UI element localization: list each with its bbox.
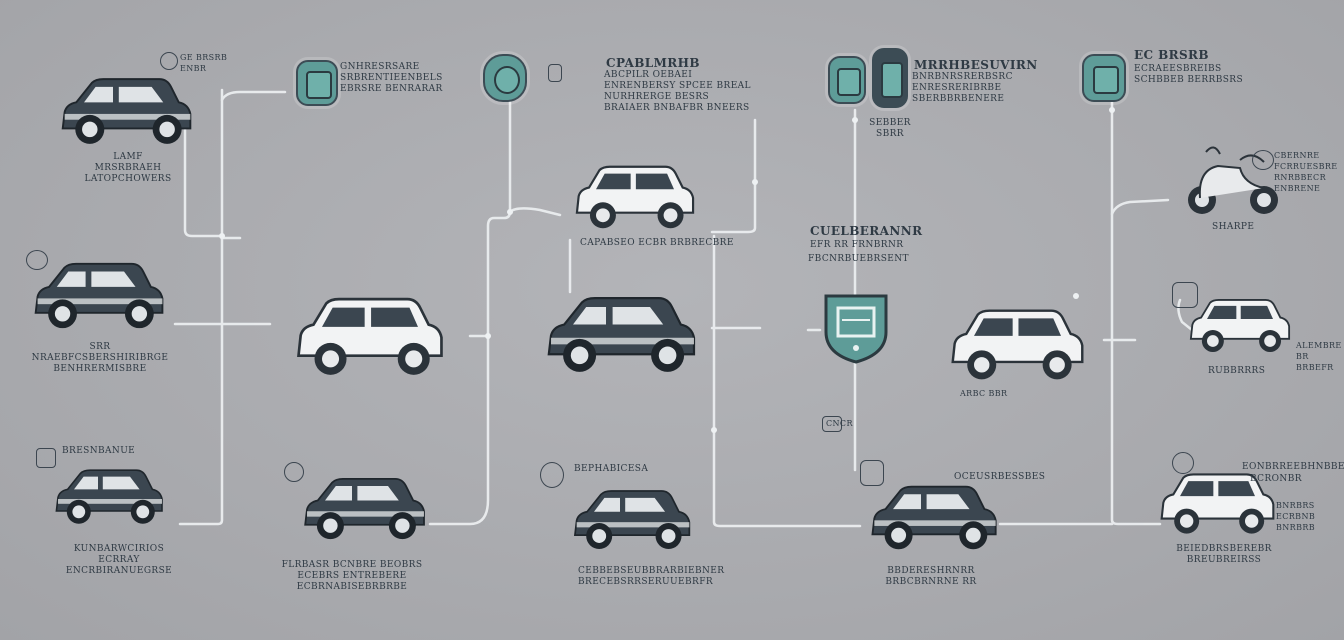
car-icon — [297, 297, 443, 377]
label-small-tag: CNCR — [826, 419, 853, 428]
phone-icon — [1082, 54, 1126, 102]
car-icon — [574, 490, 691, 550]
car-icon — [304, 477, 425, 541]
label-bottom5-side: BNRBRS ECRBNB BNRBRB — [1276, 501, 1316, 532]
label-badge3: BNRBNRSRERBSRC ENRESRERIBRBE SBERBBRBENE… — [912, 72, 1013, 104]
label-mid-sub2: FBCNRBUEBRSENT — [808, 254, 909, 264]
label-badge4: ECRAEESBREIBS SCHBBEB BERRBSRS — [1134, 64, 1244, 85]
label-bottom4: BBDERESHRNRR BRBCBRNRNE RR — [885, 566, 977, 587]
label-bottom5-sub: BCRONBR — [1250, 474, 1302, 484]
label-bottom-left-tag: BRESNBANUE — [62, 446, 136, 456]
car-icon — [55, 469, 163, 525]
label-scooter-side: CBERNRE FCRRUESBRE RNRBBECR ENBRENE — [1274, 151, 1338, 193]
label-bottom5: BEIEDBRSBEREBR BREUBREIRSS — [1176, 544, 1272, 565]
title-center-sub: ABCPILR OEBAEI ENRENBERSY SPCEE BREAL NU… — [604, 70, 751, 113]
label-bottom4-title: OCEUSRBESSBES — [954, 472, 1046, 482]
title-center: CPABLMRHB — [606, 56, 700, 70]
label-center-bottom-tag: ARBC BBR — [960, 389, 1008, 398]
car-icon — [61, 78, 192, 145]
label-car1: LAMF MRSRBRAEH LATOPCHOWERS — [84, 152, 172, 184]
label-scooter: SHARPE — [1212, 222, 1255, 232]
car-icon — [871, 485, 997, 551]
chip-icon — [548, 64, 562, 82]
chip-icon — [822, 416, 842, 432]
car-icon — [1172, 282, 1198, 308]
car-icon — [1189, 299, 1291, 353]
tablet-icon — [872, 48, 908, 108]
label-top-car: CAPABSEO ECBR BRBRECBRE — [580, 238, 734, 248]
label-badge3-under: SEBBER SBRR — [869, 118, 911, 139]
label-right-mid: RUBBRRRS — [1208, 366, 1266, 376]
label-bottom3: CEBBEBSEUBBRARBIEBNER BRECEBSRRSERUUEBRF… — [578, 566, 725, 587]
shield-icon — [824, 294, 888, 364]
car-icon — [547, 297, 696, 373]
label-bottom2-tag: BEPHABICESA — [574, 464, 649, 474]
chip-icon — [1252, 150, 1274, 170]
car-icon — [575, 165, 695, 230]
car-icon — [951, 309, 1084, 381]
car-icon — [34, 262, 164, 330]
shield-icon — [860, 460, 884, 486]
shield-icon — [284, 462, 304, 482]
lock-icon — [36, 448, 56, 468]
label-right-mid-side: ALEMBRE BR BRBEFR — [1296, 341, 1342, 372]
label-bottom-left: KUNBARWCIRIOS ECRRAY ENCRBIRANUEGRSE — [65, 544, 173, 576]
label-mid-sub1: EFR RR FRNBRNR — [810, 240, 904, 250]
label-left-mid: SRR NRAEBFCSBERSHIRIBRGE BENHRERMISBRE — [31, 342, 169, 374]
label-badge3-title: MRRHBESUVIRN — [914, 58, 1038, 72]
phone-icon — [1172, 452, 1194, 474]
phone-icon — [296, 60, 338, 106]
lock-icon — [540, 462, 564, 488]
phone-icon — [160, 52, 178, 70]
label-badge1: GNHRESRSARE SRBRENTIEENBELS EBRSRE BENRA… — [340, 62, 443, 94]
label-top-left: GE BRSRB ENBR — [180, 53, 228, 73]
label-bottom5-title: EONBRREEBHNBBE — [1242, 462, 1344, 472]
lock-icon — [483, 54, 527, 102]
label-mid-title: CUELBERANNR — [810, 224, 923, 238]
label-badge4-title: EC BRSRB — [1134, 48, 1209, 62]
car-icon — [26, 250, 48, 270]
chip-icon — [828, 56, 866, 104]
label-bottom2: FLRBASR BCNBRE BEOBRS ECEBRS ENTREBERE E… — [281, 560, 423, 592]
